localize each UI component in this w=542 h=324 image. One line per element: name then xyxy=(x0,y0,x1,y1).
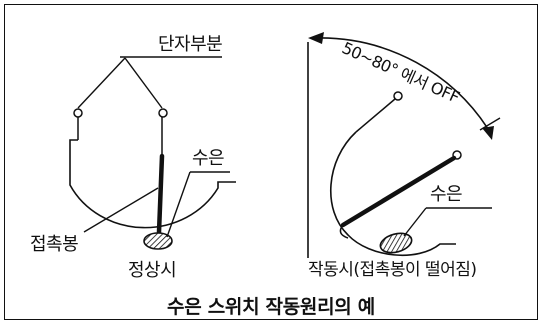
tilted-mercury-blob xyxy=(379,232,413,254)
tilted-state-label: 작동시(접촉봉이 떨어짐) xyxy=(308,260,477,280)
tilted-lead-upper xyxy=(355,98,396,133)
terminal-leader-left xyxy=(77,57,126,109)
tilted-mercury-label: 수은 xyxy=(430,184,463,205)
contact-rod xyxy=(156,153,165,235)
mercury-blob xyxy=(143,232,173,250)
tilted-capsule xyxy=(330,131,456,256)
terminal-left xyxy=(73,108,83,118)
figure-caption: 수은 스위치 작동원리의 예 xyxy=(167,296,375,318)
normal-mercury-label: 수은 xyxy=(192,148,225,169)
tilted-switch xyxy=(307,32,501,258)
tilted-mercury-leader xyxy=(403,207,427,237)
tilt-angle-arc xyxy=(317,37,491,133)
tilt-reference-line xyxy=(479,117,501,131)
tilted-contact-rod xyxy=(340,155,457,228)
terminal-leader-right xyxy=(124,57,163,109)
terminal-label: 단자부분 xyxy=(158,34,223,55)
normal-state-label: 정상시 xyxy=(128,260,177,281)
mercury-leader xyxy=(166,171,191,238)
rod-end-hook xyxy=(339,224,349,239)
switch-capsule xyxy=(69,139,236,229)
arc-arrow-end xyxy=(482,126,494,140)
normal-switch xyxy=(69,56,236,250)
contact-rod-label: 접촉봉 xyxy=(30,234,79,255)
tilted-terminal-upper xyxy=(393,91,403,101)
terminal-right xyxy=(158,108,168,118)
arc-arrow-start xyxy=(308,32,324,44)
contact-rod-leader xyxy=(83,187,159,233)
